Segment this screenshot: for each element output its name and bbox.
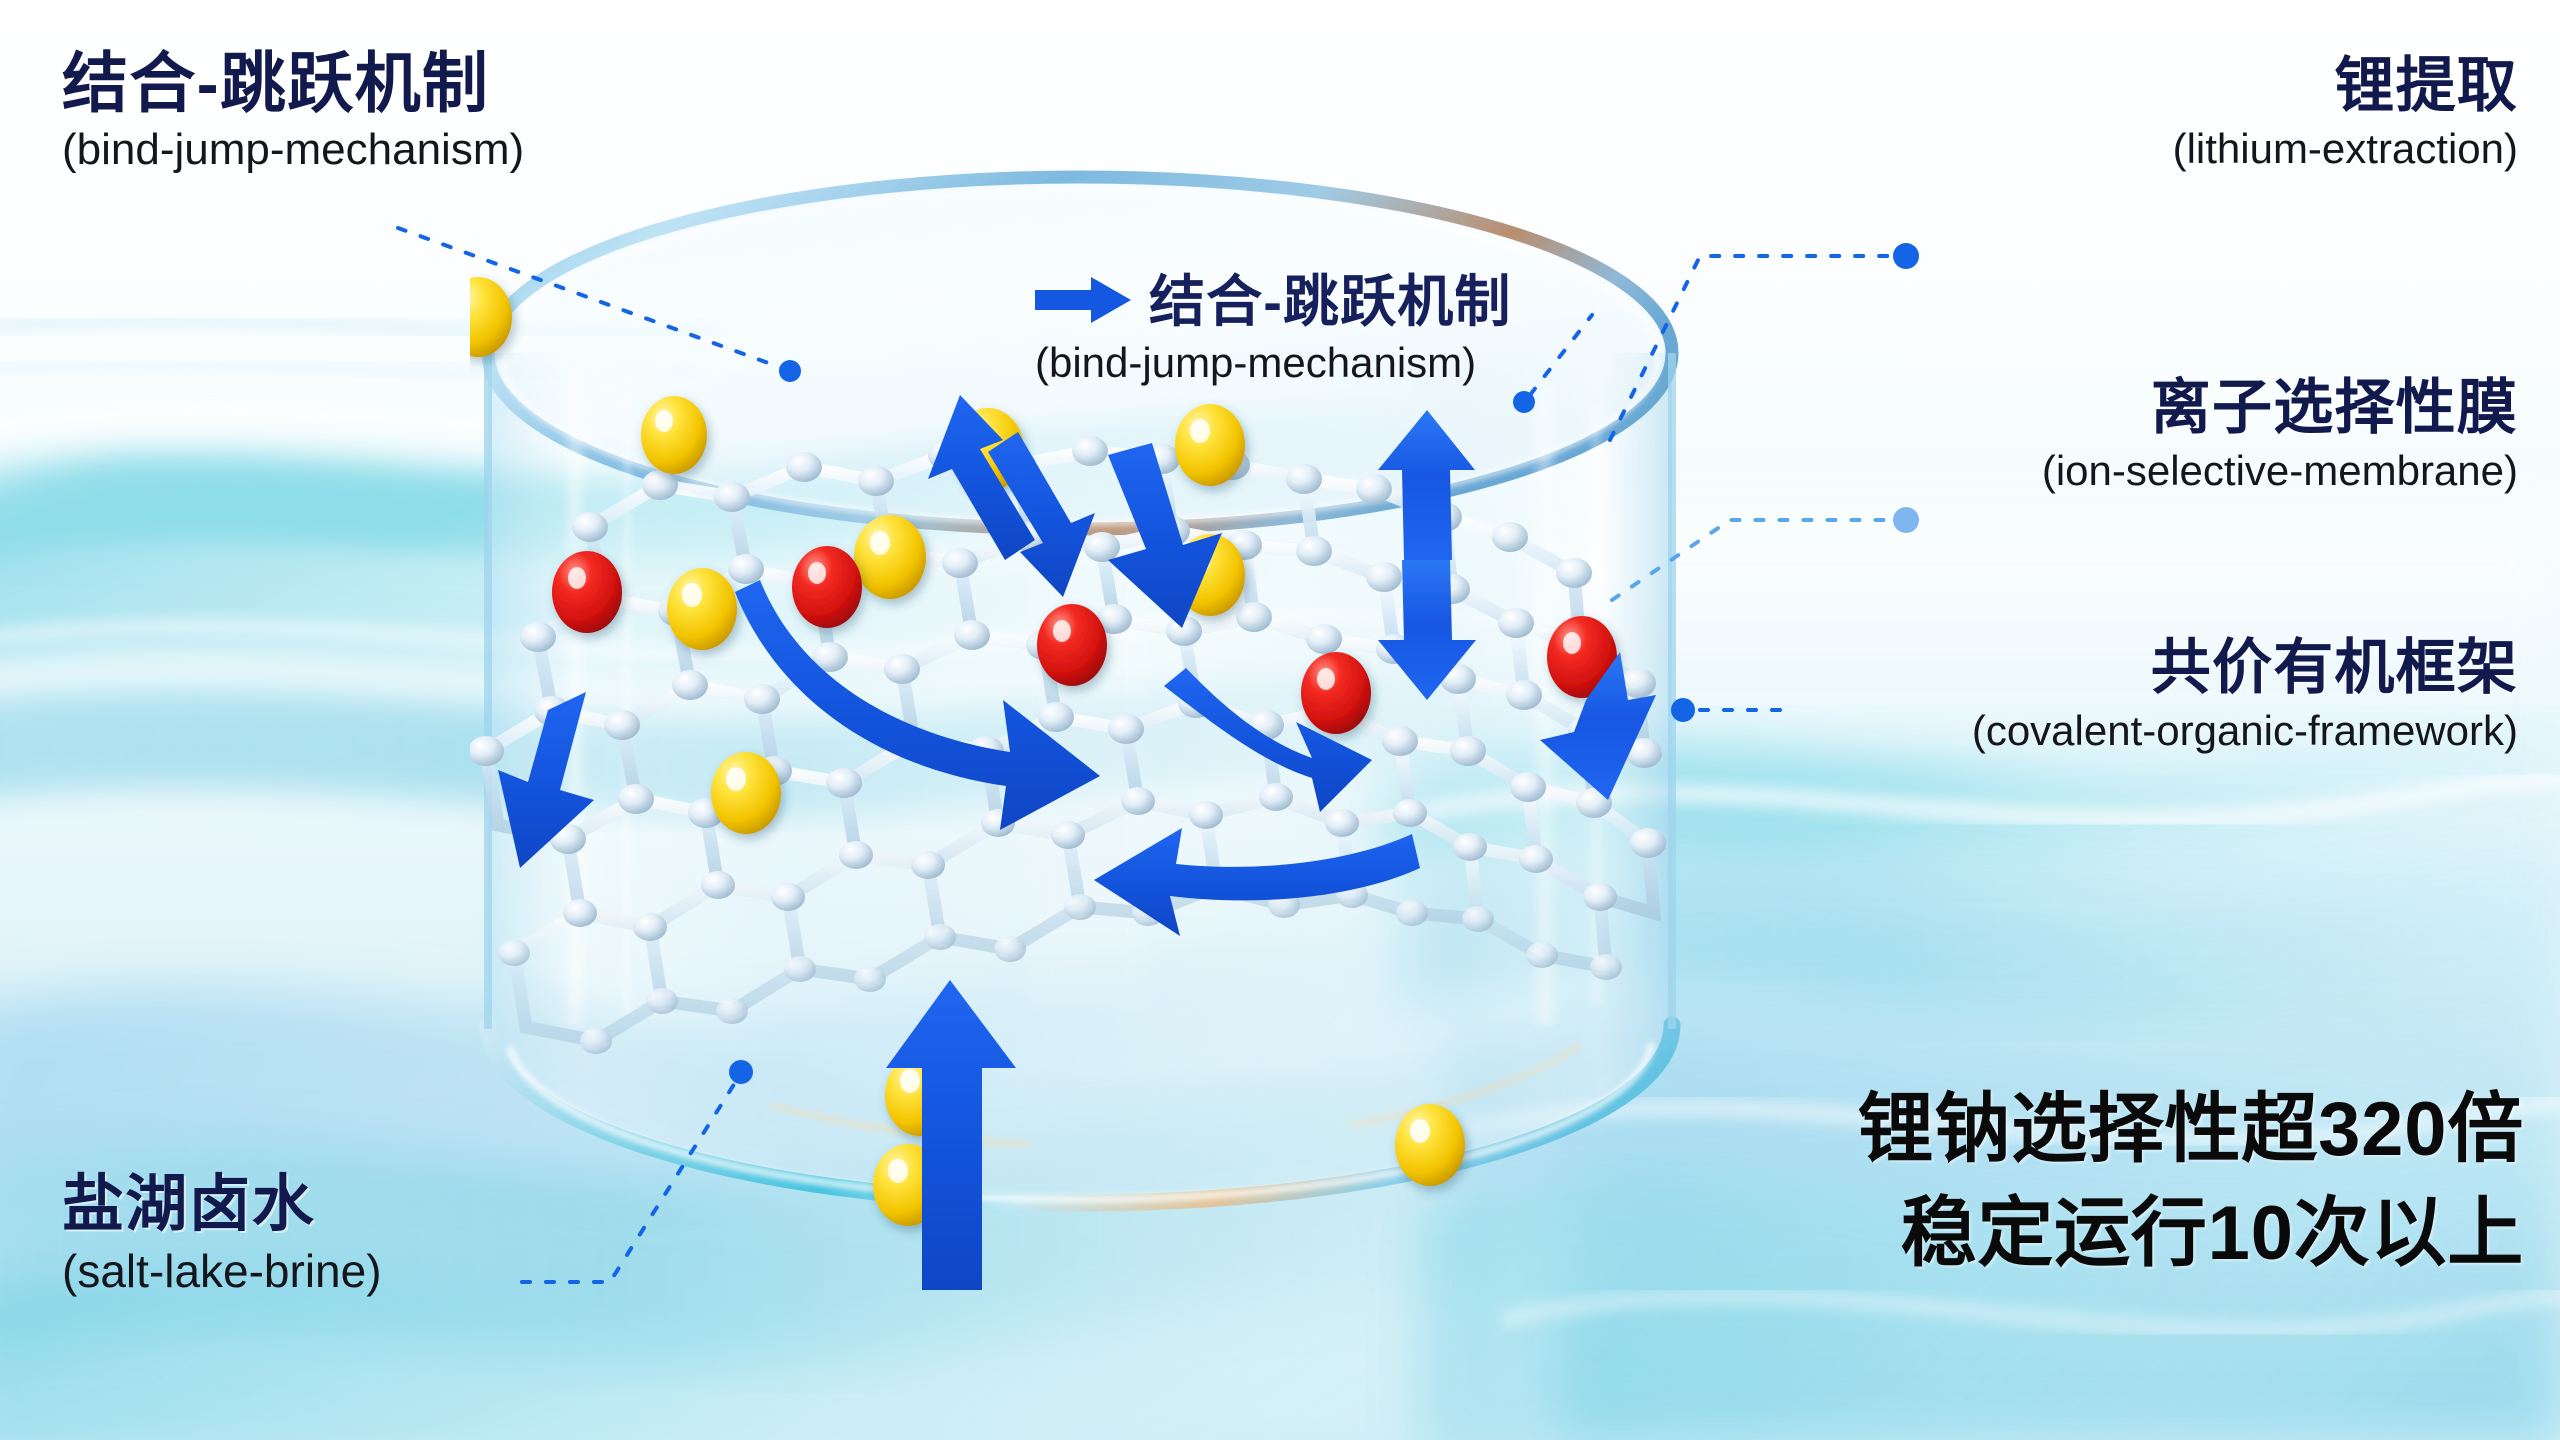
label-cn-text: 结合-跳跃机制 <box>62 46 490 120</box>
label-en-text: (lithium-extraction) <box>2172 125 2518 172</box>
label-cn-text: 共价有机框架 <box>2150 634 2518 701</box>
label-covalent-organic-framework: 共价有机框架 (covalent-organic-framework) <box>1972 632 2518 758</box>
label-en-text: (ion-selective-membrane) <box>2041 447 2518 494</box>
label-lithium-extraction: 锂提取 (lithium-extraction) <box>2173 50 2518 176</box>
right-arrow-icon <box>1035 276 1131 328</box>
label-cn-text: 锂提取 <box>2334 52 2518 119</box>
label-en-text: (bind-jump-mechanism) <box>1035 339 1477 386</box>
label-cn-text: 盐湖卤水 <box>62 1170 315 1239</box>
headline-claims: 锂钠选择性超320倍 稳定运行10次以上 <box>1858 1078 2524 1286</box>
label-bind-jump-mechanism-left: 结合-跳跃机制 (bind-jump-mechanism) <box>62 44 524 178</box>
headline-line-1: 锂钠选择性超320倍 <box>1857 1087 2524 1172</box>
label-ion-selective-membrane: 离子选择性膜 (ion-selective-membrane) <box>2042 372 2518 498</box>
headline-line-2: 稳定运行10次以上 <box>1900 1191 2524 1276</box>
label-bind-jump-mechanism-center: 结合-跳跃机制 (bind-jump-mechanism) <box>1035 268 1512 390</box>
label-cn-text: 离子选择性膜 <box>2150 374 2518 441</box>
label-salt-lake-brine: 盐湖卤水 (salt-lake-brine) <box>62 1168 382 1300</box>
label-cn-text: 结合-跳跃机制 <box>1149 270 1512 333</box>
label-en-text: (salt-lake-brine) <box>62 1245 382 1297</box>
label-en-text: (bind-jump-mechanism) <box>62 125 525 174</box>
label-en-text: (covalent-organic-framework) <box>1971 707 2518 754</box>
